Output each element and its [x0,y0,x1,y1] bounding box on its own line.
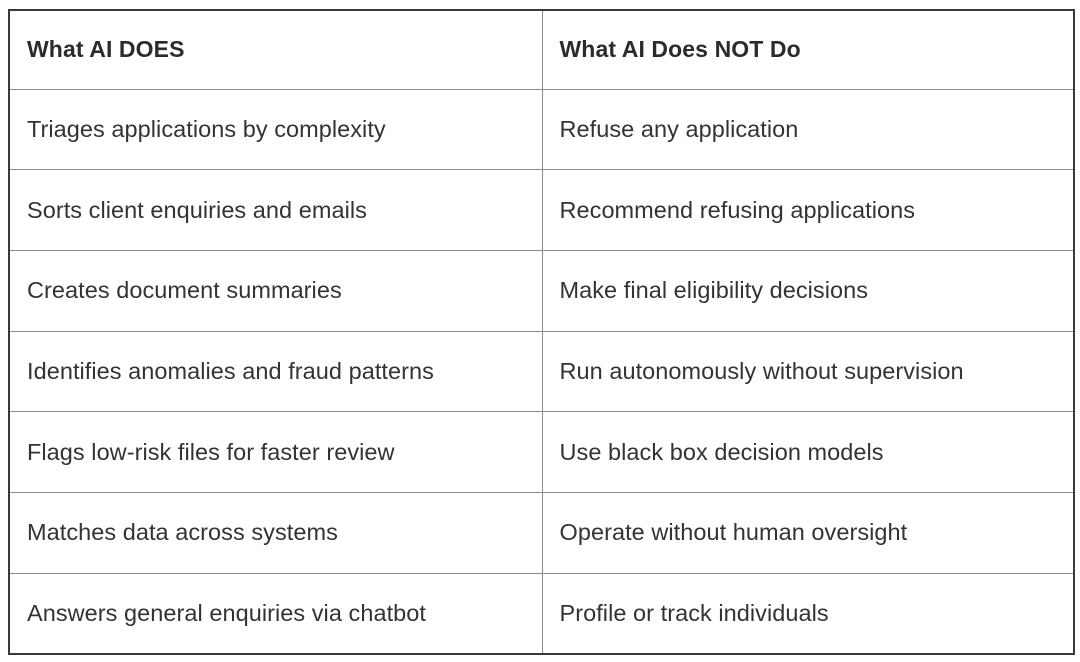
column-header-what-ai-does-not-do: What AI Does NOT Do [542,10,1074,90]
cell-ai-does: Identifies anomalies and fraud patterns [9,331,543,413]
comparison-table-container: What AI DOES What AI Does NOT Do Triages… [8,9,1075,655]
table-row: Creates document summaries Make final el… [9,250,1074,332]
table-row: Matches data across systems Operate with… [9,492,1074,574]
table-row: Flags low-risk files for faster review U… [9,411,1074,494]
table-row: Identifies anomalies and fraud patterns … [9,331,1074,413]
table-body: Triages applications by complexity Refus… [9,89,1074,654]
header-row: What AI DOES What AI Does NOT Do [9,10,1074,90]
cell-ai-does-not: Make final eligibility decisions [542,250,1074,332]
table-header: What AI DOES What AI Does NOT Do [9,10,1074,90]
cell-ai-does: Sorts client enquiries and emails [9,169,543,251]
cell-ai-does: Answers general enquiries via chatbot [9,573,543,654]
table-row: Triages applications by complexity Refus… [9,89,1074,171]
cell-ai-does: Flags low-risk files for faster review [9,411,543,494]
cell-ai-does-not: Run autonomously without supervision [542,331,1074,413]
cell-ai-does-not: Recommend refusing applications [542,169,1074,251]
cell-ai-does: Matches data across systems [9,492,543,574]
cell-ai-does-not: Profile or track individuals [559,599,829,626]
column-header-what-ai-does: What AI DOES [9,10,543,90]
ai-capability-comparison-table: What AI DOES What AI Does NOT Do Triages… [8,9,1075,655]
cell-ai-does: Triages applications by complexity [9,89,543,171]
cell-ai-does-not: Refuse any application [542,89,1074,171]
cell-ai-does-not: Operate without human oversight [542,492,1074,574]
table-row: Answers general enquiries via chatbot Pr… [9,573,1074,654]
cell-ai-does: Creates document summaries [9,250,543,332]
cell-ai-does-not: Use black box decision models [542,411,1074,494]
table-row: Sorts client enquiries and emails Recomm… [9,169,1074,251]
